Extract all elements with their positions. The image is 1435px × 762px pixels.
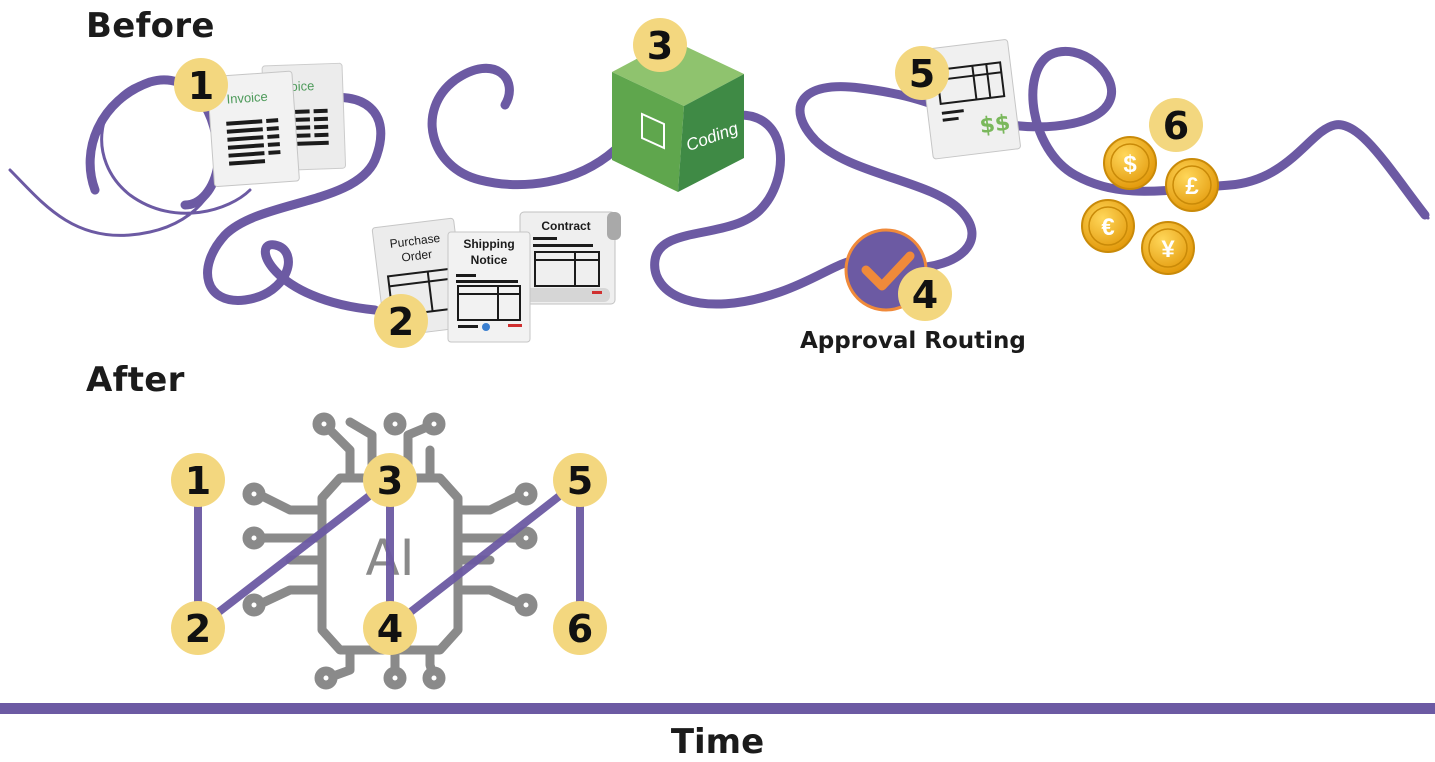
purchase-order-line1: Purchase xyxy=(389,231,441,251)
coin-yen-symbol: ¥ xyxy=(1161,236,1175,263)
svg-text:2: 2 xyxy=(388,300,414,344)
time-axis-bar xyxy=(0,703,1435,714)
after-step-5: 5 xyxy=(553,453,607,507)
before-step-6: 6 xyxy=(1149,98,1203,152)
coin-euro-symbol: € xyxy=(1101,214,1114,241)
svg-text:5: 5 xyxy=(909,52,935,96)
svg-text:2: 2 xyxy=(185,607,211,651)
before-title: Before xyxy=(86,6,215,46)
before-step-4: 4 xyxy=(898,267,952,321)
invoice-document-front: Invoice xyxy=(206,70,300,188)
after-step-1: 1 xyxy=(171,453,225,507)
coin-pound: £ xyxy=(1165,158,1219,212)
shipping-notice-line1: Shipping xyxy=(463,237,514,251)
before-step-5: 5 xyxy=(895,46,949,100)
after-step-3: 3 xyxy=(363,453,417,507)
svg-text:1: 1 xyxy=(188,64,214,108)
coin-pound-symbol: £ xyxy=(1185,173,1199,200)
before-winding-path xyxy=(8,46,1430,315)
purchase-order-line2: Order xyxy=(401,247,433,265)
svg-text:3: 3 xyxy=(377,459,403,503)
coin-euro: € xyxy=(1081,199,1135,253)
coin-yen: ¥ xyxy=(1141,221,1195,275)
ai-chip-icon xyxy=(242,412,538,690)
before-step-2: 2 xyxy=(374,294,428,348)
contract-document: Contract xyxy=(515,211,621,305)
after-title: After xyxy=(86,360,185,400)
invoice-label: Invoice xyxy=(226,89,268,107)
dollar-signs: $$ xyxy=(978,111,1011,140)
coin-dollar-symbol: $ xyxy=(1123,151,1137,178)
svg-text:6: 6 xyxy=(567,607,593,651)
before-step-badges: 1 2 3 4 5 6 xyxy=(174,18,1203,348)
shipping-notice-document: Shipping Notice xyxy=(447,231,531,343)
after-step-6: 6 xyxy=(553,601,607,655)
svg-text:4: 4 xyxy=(912,273,938,317)
shipping-notice-line2: Notice xyxy=(471,253,508,267)
contract-label: Contract xyxy=(541,219,590,233)
coin-dollar: $ xyxy=(1103,136,1157,190)
after-step-badges: 1 2 3 4 5 6 xyxy=(171,453,607,655)
svg-text:1: 1 xyxy=(185,459,211,503)
svg-text:4: 4 xyxy=(377,607,403,651)
before-step-3: 3 xyxy=(633,18,687,72)
svg-text:3: 3 xyxy=(647,24,673,68)
after-step-4: 4 xyxy=(363,601,417,655)
after-step-2: 2 xyxy=(171,601,225,655)
svg-text:6: 6 xyxy=(1163,104,1189,148)
approval-routing-caption: Approval Routing xyxy=(800,328,1026,354)
coins: $ £ € ¥ xyxy=(1081,136,1219,275)
before-step-1: 1 xyxy=(174,58,228,112)
time-axis-label: Time xyxy=(670,722,765,762)
svg-text:5: 5 xyxy=(567,459,593,503)
